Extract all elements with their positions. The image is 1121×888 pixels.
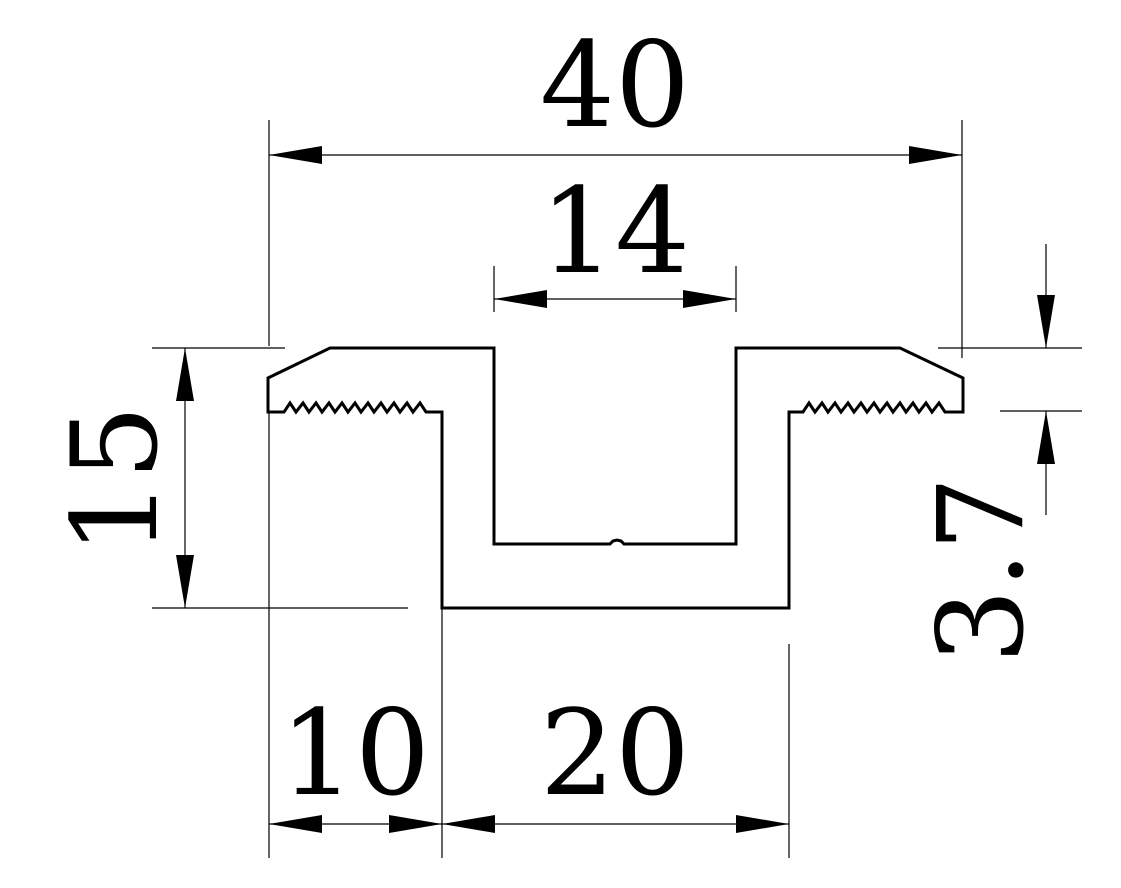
- dimension-label-40: 40: [540, 16, 690, 154]
- arrow-20-left: [442, 815, 495, 833]
- profile-outline: [266, 346, 965, 610]
- dimension-label-15: 15: [46, 405, 184, 555]
- arrow-40-left: [269, 146, 322, 164]
- dimension-label-20: 20: [540, 684, 690, 822]
- arrow-3-7-bottom: [1037, 411, 1055, 464]
- dimension-label-10: 10: [280, 684, 430, 822]
- arrow-14-right: [683, 290, 736, 308]
- dimension-label-14: 14: [540, 162, 690, 300]
- arrow-10-right: [389, 815, 442, 833]
- dimension-label-3-7: 3.7: [912, 476, 1050, 664]
- arrow-15-top: [176, 348, 194, 401]
- arrow-20-right: [736, 815, 789, 833]
- arrow-40-right: [909, 146, 962, 164]
- arrow-3-7-top: [1037, 295, 1055, 348]
- arrow-15-bottom: [176, 555, 194, 608]
- arrow-14-left: [494, 290, 547, 308]
- arrow-10-left: [269, 815, 322, 833]
